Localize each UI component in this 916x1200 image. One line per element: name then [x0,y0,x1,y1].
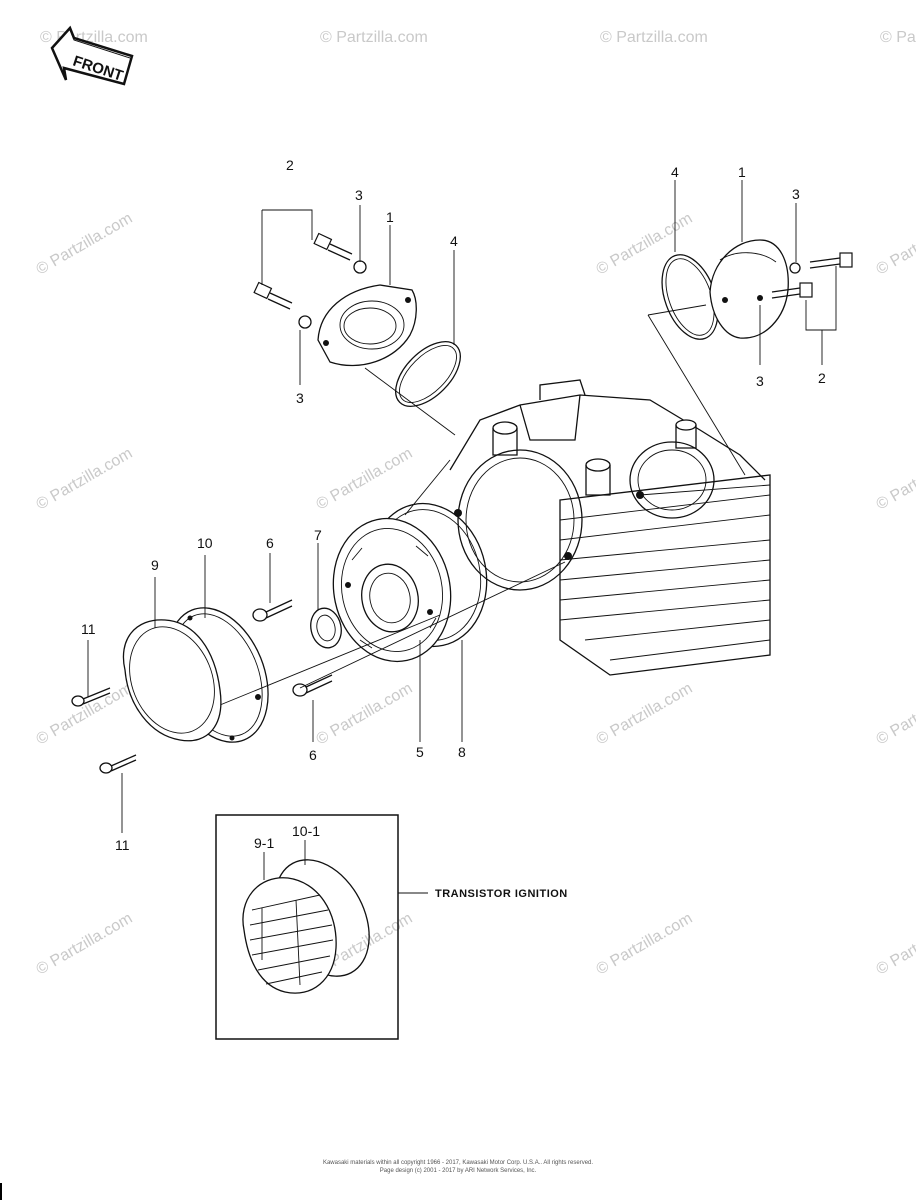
watermark: © Partzilla.com [600,29,708,46]
callout-4: 4 [450,233,458,249]
watermark: © Partzilla.com [874,445,916,514]
watermark: © Partzilla.com [34,210,136,279]
screw-icon [71,687,111,707]
callout-3: 3 [296,390,304,406]
watermark: © Partzilla.com [34,910,136,979]
watermark-layer: © Partzilla.com © Partzilla.com © Partzi… [34,29,916,978]
callout-1: 1 [386,209,394,225]
bolt-icon [771,282,813,299]
copyright-line: Kawasaki materials within all copyright … [322,1160,594,1166]
top-right-cover-assembly [639,180,853,496]
watermark: © Partzilla.com [594,910,696,979]
callout-3: 3 [355,187,363,203]
callout-7: 7 [314,527,322,543]
callout-9-1: 9-1 [254,835,274,851]
callout-9: 9 [151,557,159,573]
cylinder-head [449,379,771,676]
callout-3: 3 [792,186,800,202]
callout-11: 11 [115,837,130,853]
screw-icon [99,754,137,774]
callout-6: 6 [266,535,274,551]
left-cover-assembly [71,555,269,833]
middle-housing-assembly [219,459,566,742]
callout-2: 2 [286,157,294,173]
bolt-icon [313,232,353,261]
screw-icon [292,674,333,697]
watermark: © Partzilla.com [874,680,916,749]
screw-icon [252,599,293,622]
callout-10: 10 [197,535,213,551]
callout-11: 11 [81,621,96,637]
callout-8: 8 [458,744,466,760]
watermark: © Partzilla.com [594,680,696,749]
top-left-cover-assembly [253,205,461,436]
watermark: © Partzilla.com [320,29,428,46]
transistor-ignition-label: TRANSISTOR IGNITION [435,888,568,900]
watermark: © Partzilla.com [314,680,416,749]
callout-2: 2 [818,370,826,386]
watermark: © Partzilla.com [594,210,696,279]
watermark: © Partzilla.com [314,445,416,514]
callout-4: 4 [671,164,679,180]
watermark: © Partzilla.com [880,29,916,46]
watermark: © Partzilla.com [874,210,916,279]
callout-3: 3 [756,373,764,389]
page-design-line: Page design (c) 2001 - 2017 by ARI Netwo… [379,1168,537,1174]
callout-labels: 2 3 1 4 3 4 1 3 3 2 10 9 6 7 11 6 5 8 11… [81,157,826,900]
callout-6: 6 [309,747,317,763]
bolt-icon [809,252,853,269]
watermark: © Partzilla.com [34,445,136,514]
watermark: © Partzilla.com [34,680,136,749]
callout-1: 1 [738,164,746,180]
edge-mark [0,1183,2,1200]
watermark: © Partzilla.com [874,910,916,979]
callout-5: 5 [416,744,424,760]
callout-10-1: 10-1 [292,823,320,839]
bolt-icon [253,281,293,310]
inset-transistor-ignition [215,814,428,1040]
